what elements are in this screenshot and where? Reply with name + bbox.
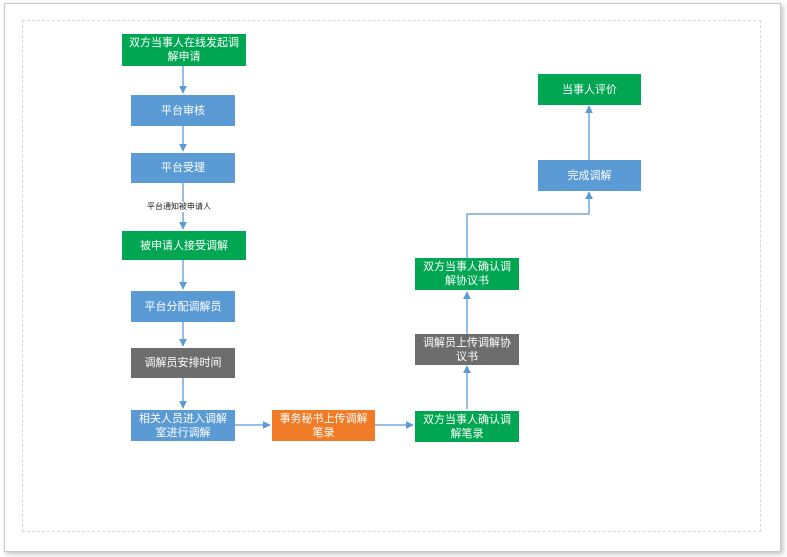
node-review: 平台审核 bbox=[131, 95, 235, 126]
diagram-page bbox=[4, 3, 781, 552]
node-complete: 完成调解 bbox=[538, 160, 641, 191]
node-enter-room: 相关人员进入调解室进行调解 bbox=[131, 410, 235, 441]
node-schedule-time: 调解员安排时间 bbox=[131, 348, 235, 378]
page-margin-frame bbox=[22, 20, 761, 532]
node-confirm-agreement: 双方当事人确认调解协议书 bbox=[415, 258, 519, 290]
node-rate: 当事人评价 bbox=[538, 74, 641, 105]
node-assign-mediator: 平台分配调解员 bbox=[131, 291, 235, 322]
node-accept: 平台受理 bbox=[131, 153, 235, 183]
node-upload-notes: 事务秘书上传调解笔录 bbox=[272, 410, 375, 441]
node-respondent-accept: 被申请人接受调解 bbox=[122, 231, 246, 260]
node-initiate: 双方当事人在线发起调解申请 bbox=[122, 34, 246, 66]
node-upload-agreement: 调解员上传调解协议书 bbox=[415, 334, 519, 365]
edge-confirmagreement-complete bbox=[466, 191, 593, 258]
edge-label-notify: 平台通知被申请人 bbox=[147, 202, 211, 212]
node-confirm-notes: 双方当事人确认调解笔录 bbox=[415, 411, 519, 442]
